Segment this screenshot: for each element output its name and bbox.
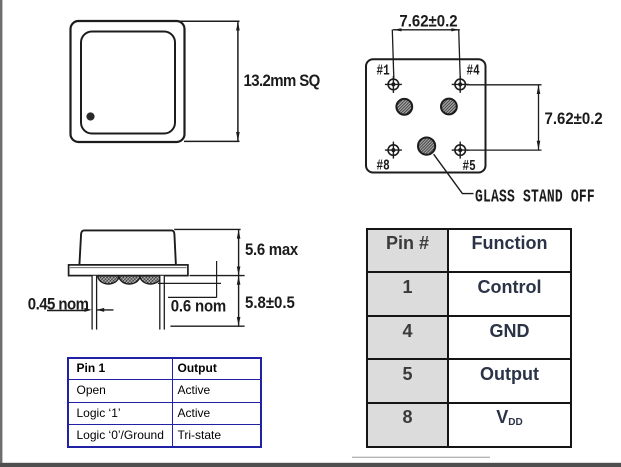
svg-text:0.45 nom: 0.45 nom	[28, 296, 89, 314]
svg-text:7.62±0.2: 7.62±0.2	[399, 13, 457, 31]
svg-text:#5: #5	[463, 157, 476, 174]
svg-text:13.2mm SQ: 13.2mm SQ	[244, 72, 321, 90]
svg-text:#4: #4	[467, 62, 480, 79]
svg-text:GLASS STAND OFF: GLASS STAND OFF	[475, 187, 595, 208]
svg-text:7.62±0.2: 7.62±0.2	[545, 110, 603, 128]
svg-text:#8: #8	[377, 157, 390, 174]
svg-text:#1: #1	[377, 62, 390, 79]
svg-text:5.6 max: 5.6 max	[245, 241, 298, 259]
svg-text:5.8±0.5: 5.8±0.5	[245, 294, 295, 312]
svg-text:0.6 nom: 0.6 nom	[171, 298, 226, 316]
